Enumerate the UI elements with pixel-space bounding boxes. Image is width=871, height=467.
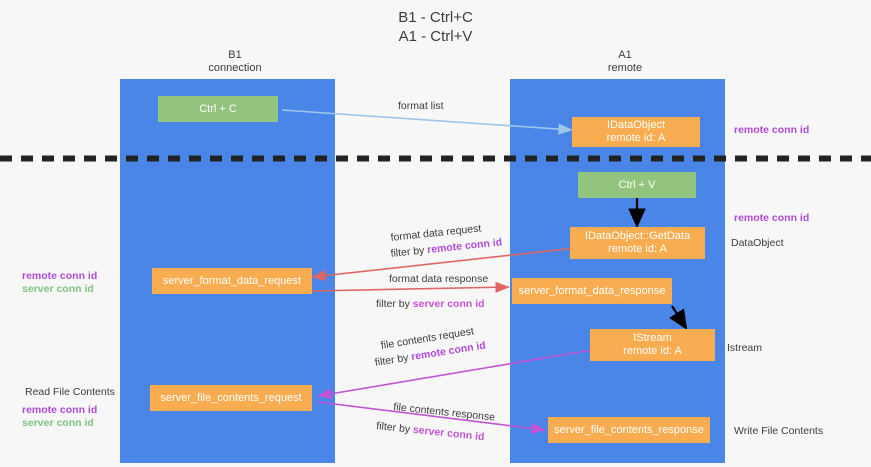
node-idataobject-getdata[interactable]: IDataObject::GetData remote id: A <box>570 227 705 259</box>
annotation-left-remote-conn-id-1: remote conn id <box>22 270 98 282</box>
column-header-left-name: B1 <box>228 49 242 61</box>
node-server-format-data-request[interactable]: server_format_data_request <box>152 268 312 294</box>
arrow-format-data-response <box>311 281 510 293</box>
filter-prefix: filter by <box>376 298 413 310</box>
arrow-file-contents-request <box>317 349 593 400</box>
edge-label-format-list: format list <box>398 100 444 112</box>
node-istream-sub: remote id: A <box>623 345 682 357</box>
edge-label-format-data-response: format data response <box>389 273 489 285</box>
annotation-right-istream: Istream <box>727 342 763 354</box>
node-server-format-data-request-label: server_format_data_request <box>162 274 302 287</box>
node-istream[interactable]: IStream remote id: A <box>590 329 715 361</box>
node-server-file-contents-request[interactable]: server_file_contents_request <box>150 385 312 411</box>
node-server-file-contents-request-label: server_file_contents_request <box>160 391 302 404</box>
annotation-left-read-file-contents: Read File Contents <box>25 386 115 398</box>
annotation-right-remote-conn-id-mid: remote conn id <box>734 212 810 224</box>
node-idataobject-label: IDataObject <box>606 119 666 131</box>
arrow-response-to-istream <box>669 305 688 330</box>
arrow-file-contents-response <box>317 401 546 434</box>
node-getdata-label: IDataObject::GetData <box>584 230 691 242</box>
node-ctrl-v[interactable]: Ctrl + V <box>578 172 696 198</box>
node-server-format-data-response-label: server_format_data_response <box>518 284 666 297</box>
column-header-right-role: remote <box>607 62 643 74</box>
node-istream-label: IStream <box>633 332 672 344</box>
node-ctrl-v-label: Ctrl + V <box>618 178 656 191</box>
arrow-format-list <box>281 109 573 135</box>
annotation-left-server-conn-id-1: server conn id <box>22 283 94 295</box>
node-idataobject[interactable]: IDataObject remote id: A <box>572 117 700 147</box>
phase-separator-dashed-line <box>0 155 871 162</box>
node-idataobject-sub: remote id: A <box>606 132 666 144</box>
diagram-title-line2: A1 - Ctrl+V <box>398 28 473 45</box>
filter-prefix: filter by <box>375 420 414 436</box>
filter-key-server-conn-id: server conn id <box>412 298 485 310</box>
filter-prefix: filter by <box>390 244 428 260</box>
node-ctrl-c[interactable]: Ctrl + C <box>158 96 278 122</box>
node-server-file-contents-response[interactable]: server_file_contents_response <box>548 417 710 443</box>
node-getdata-sub: remote id: A <box>608 243 667 255</box>
annotation-left-server-conn-id-2: server conn id <box>22 417 94 429</box>
diagram-title-line1: B1 - Ctrl+C <box>398 9 473 26</box>
arrow-format-data-request <box>311 247 577 282</box>
node-ctrl-c-label: Ctrl + C <box>199 102 237 115</box>
column-header-right-name: A1 <box>618 49 632 61</box>
node-server-file-contents-response-label: server_file_contents_response <box>554 423 704 436</box>
annotation-left-remote-conn-id-2: remote conn id <box>22 404 98 416</box>
column-header-left-role: connection <box>208 62 262 74</box>
edge-filter-format-data-response: filter by server conn id <box>376 298 485 311</box>
annotation-right-write-file-contents: Write File Contents <box>734 425 824 437</box>
annotation-right-dataobject: DataObject <box>731 237 784 249</box>
node-server-format-data-response[interactable]: server_format_data_response <box>512 278 672 304</box>
annotation-right-remote-conn-id-top: remote conn id <box>734 124 810 136</box>
